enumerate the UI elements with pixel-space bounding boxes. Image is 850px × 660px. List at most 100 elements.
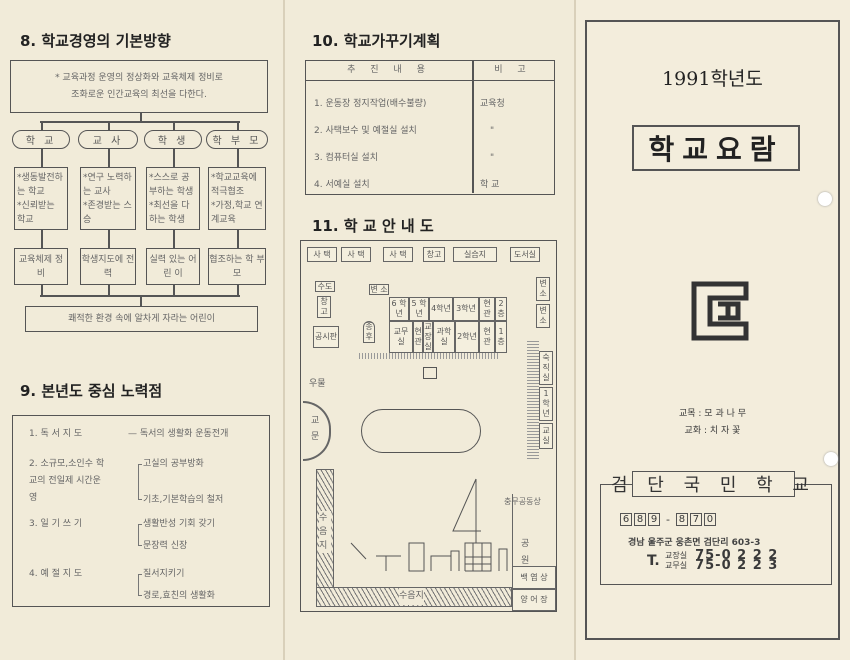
map-label: 우물 — [309, 379, 326, 389]
group-result-text: 실력 있는 어 린 이 — [149, 254, 197, 279]
group-label: 학 교 — [12, 130, 70, 149]
map-label: 변 소 — [369, 284, 389, 295]
map-label: 수도 — [315, 281, 335, 292]
phone-label: 교무실 — [665, 561, 688, 570]
fold-line — [283, 0, 285, 660]
section10-title: 10. 학교가꾸기계획 — [312, 32, 441, 50]
map-label: 1학년 — [539, 387, 553, 421]
group-result-text: 학생지도에 전 력 — [81, 254, 135, 279]
outcome-text: 쾌적한 환경 속에 알차게 자라는 어린이 — [68, 313, 215, 324]
group-goal: *생동발전하는 학교 — [17, 173, 63, 197]
group-goal: *학교교육에 적극협조 — [211, 173, 257, 197]
postal-digit: 0 — [703, 513, 716, 526]
map-label: 현관 — [479, 321, 495, 353]
map-label: 2 층 — [495, 297, 507, 321]
garden-area — [512, 494, 556, 611]
group-result: 협조하는 학 부 모 — [208, 248, 266, 285]
map-label: 사 택 — [383, 247, 413, 262]
plan-item: 4. 서예실 설치 — [314, 180, 370, 190]
focus-point: — 독서의 생활화 운동전개 — [128, 429, 229, 439]
focus-point: 경로,효친의 생활화 — [143, 591, 215, 601]
school-symbols: 교목 : 모 과 나 무 교화 : 치 자 꽃 — [585, 406, 840, 440]
map-label: 6 학년 — [389, 297, 409, 321]
school-flower: 교화 : 치 자 꽃 — [684, 426, 741, 436]
year-label: 1991학년도 — [662, 68, 763, 90]
map-label: 실습지 — [453, 247, 497, 262]
postal-digit: 7 — [689, 513, 702, 526]
school-name: 검 단 국 민 학 교 — [611, 475, 816, 496]
group-goals: *연구 노력하는 교사 *존경받는 스승 — [80, 167, 136, 230]
focus-point: 기초,기본학습의 철저 — [143, 495, 224, 505]
school-name-box: 검 단 국 민 학 교 — [611, 471, 809, 497]
section8-title: 8. 학교경영의 기본방향 — [20, 32, 171, 50]
playground-equipment — [350, 478, 508, 572]
map-label: 사 택 — [341, 247, 371, 262]
group-goal: *연구 노력하는 교사 — [83, 173, 132, 197]
postal-dash: - — [666, 513, 670, 526]
group-result: 학생지도에 전 력 — [80, 248, 136, 285]
address: 경남 울주군 웅촌면 검단리 603-3 — [628, 538, 761, 548]
plan-item: 3. 컴퓨터실 설치 — [314, 153, 378, 163]
group-label: 학 생 — [144, 130, 202, 149]
plan-note: " — [490, 153, 495, 163]
postal-digit: 8 — [675, 513, 688, 526]
map-label: 교실 — [539, 423, 553, 449]
focus-point: 질서지키기 — [143, 569, 185, 579]
map-label: 5 학년 — [409, 297, 429, 321]
group-goal: *최선을 다하는 학생 — [149, 201, 190, 225]
postal-digit: 9 — [648, 513, 660, 526]
postal-digit: 6 — [620, 513, 632, 526]
map-label: 3학년 — [453, 297, 479, 321]
phone-number: 75-0 2 2 3 — [695, 558, 779, 573]
map-label: 현관 — [413, 321, 423, 353]
table-header: 추 진 내 용 — [347, 65, 431, 75]
map-label: 교장실 — [423, 321, 433, 353]
map-label: 4학년 — [429, 297, 453, 321]
map-label: 숙직실 — [539, 351, 553, 385]
focus-item: 4. 예 절 지 도 — [29, 569, 83, 579]
goal-line: 조화로운 인간교육의 최선을 다한다. — [71, 89, 207, 100]
group-result: 교육체제 정비 — [14, 248, 68, 285]
goal-line: * 교육과정 운영의 정상화와 교육체제 정비로 — [55, 72, 223, 83]
map-label: 양 어 장 — [512, 589, 556, 611]
school-map: 사 택 사 택 사 택 창고 실습지 도서실 수도 창 고 변 소 공시판 종 … — [300, 240, 557, 612]
group-goal: *가정,학교 연계교육 — [211, 201, 263, 225]
map-label: 교 문 — [311, 416, 320, 442]
group-goals: *학교교육에 적극협조 *가정,학교 연계교육 — [208, 167, 266, 230]
plan-item: 2. 사택보수 및 예절실 설치 — [314, 126, 417, 136]
map-label: 공시판 — [313, 326, 339, 348]
group-result-text: 교육체제 정비 — [18, 254, 64, 279]
map-label: 도서실 — [510, 247, 540, 262]
map-label: 충무공동상 — [504, 497, 541, 506]
outcome-box: 쾌적한 환경 속에 알차게 자라는 어린이 — [25, 306, 258, 332]
plan-note: 학 교 — [480, 180, 500, 190]
section11-title: 11. 학 교 안 내 도 — [312, 217, 434, 235]
group-goal: *존경받는 스승 — [83, 201, 132, 225]
map-label: 종 후 — [363, 321, 375, 343]
focus-item: 3. 일 기 쓰 기 — [29, 519, 83, 529]
table-header: 비 고 — [494, 65, 532, 75]
focus-box: 1. 독 서 지 도 — 독서의 생활화 운동전개 2. 소규모,소인수 학교의… — [12, 415, 270, 607]
school-tree: 교목 : 모 과 나 무 — [678, 409, 747, 419]
map-label: 수음지 — [399, 588, 424, 605]
group-goal: *스스로 공부하는 학생 — [149, 173, 194, 197]
school-logo-icon — [691, 281, 749, 341]
fold-line — [574, 0, 576, 660]
plan-item: 1. 운동장 정지작업(배수불량) — [314, 99, 427, 109]
map-label: 현 관 — [479, 297, 495, 321]
map-label: 과학실 — [433, 321, 455, 353]
cover-frame — [585, 20, 840, 640]
punch-hole — [824, 452, 838, 466]
section9-title: 9. 본년도 중심 노력점 — [20, 382, 163, 400]
map-label: 사 택 — [307, 247, 337, 262]
map-label: 수 음 지 — [319, 511, 331, 553]
focus-item: 1. 독 서 지 도 — [29, 429, 83, 439]
map-label: 창 고 — [317, 296, 331, 318]
group-goals: *스스로 공부하는 학생 *최선을 다하는 학생 — [146, 167, 200, 230]
group-goal: *신뢰받는 학교 — [17, 201, 55, 225]
map-label: 변소 — [536, 277, 550, 301]
track — [361, 409, 481, 453]
